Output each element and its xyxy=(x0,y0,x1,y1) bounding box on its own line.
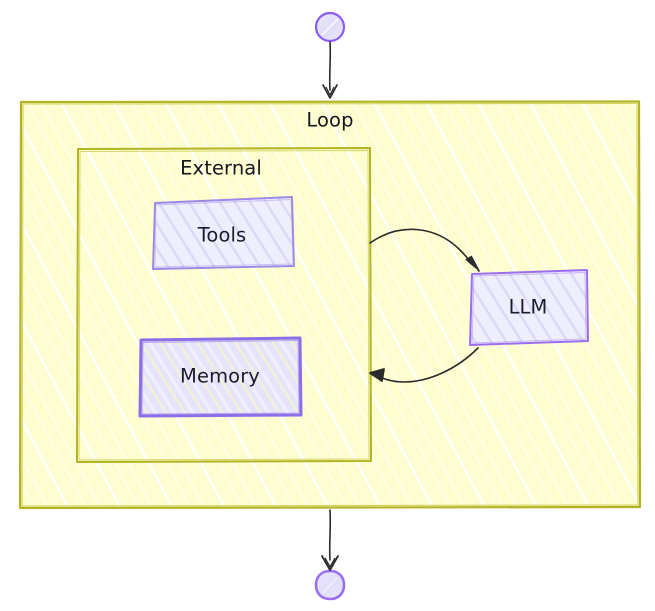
edge-external-to-llm-arrowhead-tick xyxy=(467,262,478,271)
node-llm-shape-sketch xyxy=(471,272,587,344)
node-end-sheen xyxy=(322,577,338,594)
node-memory-shape xyxy=(138,336,303,418)
node-llm-shape xyxy=(469,269,589,346)
group-loop-border xyxy=(18,100,642,510)
edge-loop-to-end-arrowhead xyxy=(321,555,339,571)
node-start-sheen xyxy=(321,18,339,36)
group-external[interactable]: External xyxy=(76,147,372,463)
node-memory-shape-sketch xyxy=(141,339,300,415)
edge-start-to-loop-line xyxy=(328,41,332,91)
node-memory[interactable]: Memory xyxy=(138,336,303,418)
edge-loop-to-end xyxy=(321,509,339,571)
edge-loop-to-end-arrowhead-inner xyxy=(324,557,336,568)
node-start[interactable] xyxy=(314,11,346,43)
group-loop-border-sketch xyxy=(21,102,639,507)
node-llm[interactable]: LLM xyxy=(469,269,589,346)
group-loop-label: Loop xyxy=(306,109,353,132)
edge-start-to-loop xyxy=(322,41,338,99)
node-tools[interactable]: Tools xyxy=(152,196,295,270)
node-tools-label: Tools xyxy=(197,224,247,247)
edge-start-to-loop-arrowhead-inner xyxy=(325,86,335,96)
node-memory-label: Memory xyxy=(180,365,260,388)
node-tools-shape xyxy=(152,196,295,270)
node-llm-label: LLM xyxy=(509,296,548,319)
group-external-border xyxy=(76,147,372,463)
edge-external-to-llm xyxy=(369,228,480,272)
node-tools-shape-sketch xyxy=(154,199,294,268)
edge-loop-to-end-line xyxy=(328,509,332,561)
edge-llm-to-external-arrowhead xyxy=(369,368,385,382)
node-end[interactable] xyxy=(314,569,346,601)
edge-llm-to-external xyxy=(369,347,479,383)
group-external-label: External xyxy=(180,157,262,180)
edge-external-to-llm-arrowhead xyxy=(465,255,480,272)
edge-llm-to-external-line xyxy=(375,347,479,383)
group-external-border-sketch xyxy=(78,150,370,461)
edge-start-to-loop-arrowhead xyxy=(322,84,338,99)
